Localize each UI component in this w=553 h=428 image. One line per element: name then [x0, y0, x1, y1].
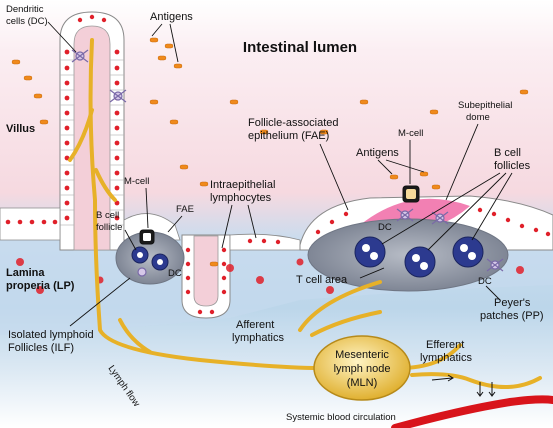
- label-fae-short: FAE: [176, 204, 194, 215]
- mln-label-line2: lymph node: [334, 363, 391, 375]
- label-lamina-1: Lamina: [6, 267, 45, 279]
- epithelium-middle: [123, 213, 301, 319]
- label-ilf-1: Isolated lymphoid: [8, 329, 94, 341]
- label-dendritic-cells-2: cells (DC): [6, 16, 48, 27]
- label-b-cell-follicles-2: follicles: [494, 160, 531, 172]
- epithelium-left: [0, 207, 61, 241]
- label-efferent-1: Efferent: [426, 339, 464, 351]
- efferent-arrows: [476, 382, 496, 397]
- antigens: [11, 37, 529, 267]
- mesenteric-lymph-node: Mesenteric lymph node (MLN): [313, 335, 411, 401]
- lamina-cells: [16, 258, 524, 294]
- label-dendritic-cells-1: Dendritic: [6, 4, 44, 15]
- label-b-cell-follicle-2: follicle: [96, 222, 122, 233]
- label-m-cell-right: M-cell: [398, 128, 423, 139]
- efferent-vessel: [410, 372, 542, 390]
- lymphatic-vessels: [68, 38, 462, 370]
- label-subepithelial-2: dome: [466, 112, 490, 123]
- label-b-cell-follicle-1: B cell: [96, 210, 119, 221]
- mln-label-line3: (MLN): [347, 377, 378, 389]
- label-intraepithelial-1: Intraepithelial: [210, 179, 275, 191]
- label-dc-dome: DC: [378, 222, 392, 233]
- label-lamina-2: properia (LP): [6, 280, 75, 292]
- title-intestinal-lumen: Intestinal lumen: [243, 39, 357, 56]
- label-antigens-top: Antigens: [150, 11, 193, 23]
- label-t-cell-area: T cell area: [296, 274, 348, 286]
- label-efferent-2: lymphatics: [420, 352, 472, 364]
- label-intraepithelial-2: lymphocytes: [210, 192, 272, 204]
- b-cell-follicles: [354, 236, 484, 278]
- label-fae-long-1: Follicle-associated: [248, 117, 338, 129]
- label-b-cell-follicles-1: B cell: [494, 147, 521, 159]
- label-afferent-2: lymphatics: [232, 332, 284, 344]
- label-antigens-mid: Antigens: [356, 147, 399, 159]
- label-dc-right: DC: [478, 276, 492, 287]
- label-systemic: Systemic blood circulation: [286, 412, 396, 423]
- label-subepithelial-1: Subepithelial: [458, 100, 512, 111]
- label-m-cell-left: M-cell: [124, 176, 149, 187]
- label-dc-left: DC: [168, 268, 182, 279]
- label-peyers-2: patches (PP): [480, 310, 544, 322]
- label-afferent-1: Afferent: [236, 319, 274, 331]
- mln-label-line1: Mesenteric: [335, 349, 389, 361]
- efferent-arrow: [431, 377, 453, 381]
- dendritic-cells: [71, 49, 504, 277]
- blood-vessel: [391, 395, 553, 428]
- label-villus: Villus: [6, 123, 35, 135]
- label-peyers-1: Peyer's: [494, 297, 531, 309]
- label-ilf-2: Follicles (ILF): [8, 342, 74, 354]
- label-fae-long-2: epithelium (FAE): [248, 130, 329, 142]
